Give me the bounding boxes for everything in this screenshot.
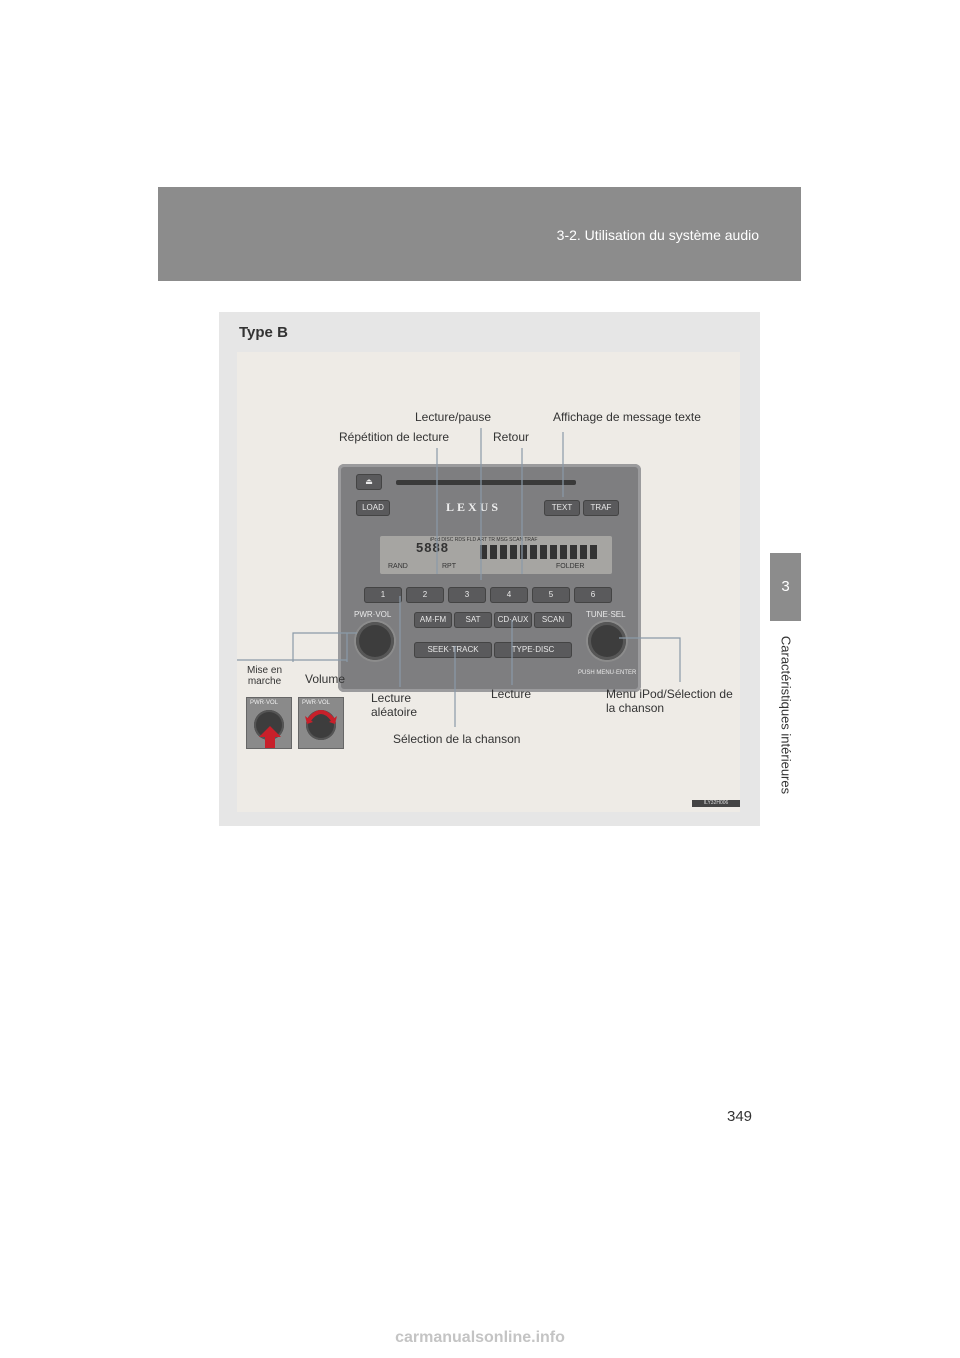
callout-retour: Retour xyxy=(493,430,530,444)
pwr-vol-knob[interactable] xyxy=(356,622,394,660)
sat-button[interactable]: SAT xyxy=(454,612,492,628)
callout-lecture: Lecture xyxy=(491,687,532,701)
preset-row: 1 2 3 4 5 6 xyxy=(364,587,612,603)
tune-sel-knob[interactable] xyxy=(588,622,626,660)
chapter-tab: 3 xyxy=(770,553,801,621)
chapter-label: Caractéristiques intérieures xyxy=(778,635,793,795)
chapter-label-wrap: Caractéristiques intérieures xyxy=(770,625,801,805)
watermark-bar: carmanualsonline.info xyxy=(0,1325,960,1358)
preset-3-button[interactable]: 3 xyxy=(448,587,486,603)
audio-panel-photo: ⏏ LOAD LEXUS TEXT TRAF iPod DISC RDS FLD… xyxy=(237,352,740,812)
mini-panel-power-label: PWR·VOL xyxy=(250,700,279,706)
mini-panel-volume-label: PWR·VOL xyxy=(302,700,331,706)
seek-track-button[interactable]: SEEK·TRACK xyxy=(414,642,492,658)
scan-button[interactable]: SCAN xyxy=(534,612,572,628)
callout-volume: Volume xyxy=(305,672,346,686)
display-indicators: iPod DISC RDS FLD ART TR MSG SCAN TRAF xyxy=(430,537,538,543)
callout-selection-chanson: Sélection de la chanson xyxy=(393,732,521,746)
callout-affichage-message: Affichage de message texte xyxy=(553,410,701,424)
pwr-vol-label: PWR·VOL xyxy=(354,610,392,619)
callout-mise-en-marche: Mise en marche xyxy=(247,665,283,687)
preset-5-button[interactable]: 5 xyxy=(532,587,570,603)
type-disc-button[interactable]: TYPE·DISC xyxy=(494,642,572,658)
callout-lecture-aleatoire: Lecture aléatoire xyxy=(371,691,418,719)
preset-4-button[interactable]: 4 xyxy=(490,587,528,603)
callout-menu-ipod: Menu iPod/Sélection de la chanson xyxy=(606,687,733,715)
figure-reference-text: ILY32H006 xyxy=(703,800,729,806)
am-fm-button[interactable]: AM·FM xyxy=(414,612,452,628)
callout-lines xyxy=(237,428,681,727)
display-rand: RAND xyxy=(388,563,408,570)
text-button[interactable]: TEXT xyxy=(544,500,580,516)
push-arrow-icon xyxy=(259,726,281,748)
mini-panel-power: PWR·VOL xyxy=(246,697,292,749)
figure-box: Type B ⏏ LOAD LEXUS TEXT TRAF iPod DISC … xyxy=(219,312,760,826)
audio-head-unit: ⏏ LOAD LEXUS TEXT TRAF iPod DISC RDS FLD… xyxy=(338,464,641,692)
display-rpt: RPT xyxy=(442,563,456,570)
header-bar: 3-2. Utilisation du système audio xyxy=(158,187,801,281)
rotate-arrow-icon xyxy=(305,710,337,724)
eject-button[interactable]: ⏏ xyxy=(356,474,382,490)
lexus-logo: LEXUS xyxy=(446,500,502,514)
display-folder: FOLDER xyxy=(556,563,585,570)
preset-1-button[interactable]: 1 xyxy=(364,587,402,603)
lcd-display: iPod DISC RDS FLD ART TR MSG SCAN TRAF 5… xyxy=(380,536,612,574)
figure-reference-code: ILY32H006 xyxy=(692,800,740,807)
watermark-text: carmanualsonline.info xyxy=(395,1329,565,1346)
preset-2-button[interactable]: 2 xyxy=(406,587,444,603)
preset-6-button[interactable]: 6 xyxy=(574,587,612,603)
callout-lecture-pause: Lecture/pause xyxy=(415,410,492,424)
menu-enter-label: PUSH MENU·ENTER xyxy=(578,670,637,676)
figure-type-label: Type B xyxy=(239,324,288,341)
callout-repetition: Répétition de lecture xyxy=(339,430,450,444)
mini-panel-volume: PWR·VOL xyxy=(298,697,344,749)
traf-button[interactable]: TRAF xyxy=(583,500,619,516)
section-title: 3-2. Utilisation du système audio xyxy=(556,227,759,243)
cd-aux-button[interactable]: CD·AUX xyxy=(494,612,532,628)
display-segments xyxy=(480,545,600,559)
tune-sel-label: TUNE·SEL xyxy=(586,610,626,619)
page-number: 349 xyxy=(727,1108,753,1125)
chapter-number: 3 xyxy=(781,578,790,595)
load-button[interactable]: LOAD xyxy=(356,500,390,516)
cd-slot xyxy=(396,480,576,485)
display-digits: 5888 xyxy=(416,540,449,555)
